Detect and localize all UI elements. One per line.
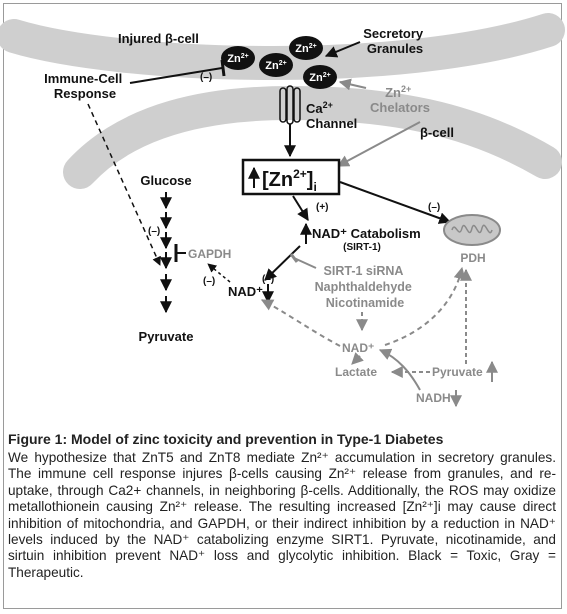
- nad-catabolism-label: NAD⁺ Catabolism: [312, 226, 421, 241]
- nad-to-pdh-dashed: [384, 266, 466, 346]
- immune-minus-sign: (–): [200, 72, 212, 83]
- catabolism-to-nad-arrow: [264, 245, 301, 281]
- granule-pointer: [324, 41, 361, 58]
- lactate-label: Lactate: [335, 365, 377, 379]
- secretory-granules-label: Secretory Granules: [363, 26, 427, 56]
- svg-text:Zn2+: Zn2+: [227, 53, 248, 65]
- beta-cell-membrane: [63, 85, 562, 189]
- nad-to-gapdh-dashed: [207, 263, 231, 283]
- injured-cell-label: Injured β-cell: [118, 31, 199, 46]
- pyruvate-therapeutic-label: Pyruvate: [432, 365, 483, 379]
- inhibitor-line: [293, 257, 317, 269]
- zinc-granule: Zn2+: [259, 53, 293, 77]
- chelator-to-zinc-arrow: [336, 121, 421, 167]
- nad-therapeutic-label: NAD⁺: [342, 341, 374, 355]
- mitochondrion-icon: [443, 214, 501, 246]
- nad-restores-nad-dashed: [260, 299, 341, 347]
- nad-toxic-label: NAD⁺: [228, 284, 263, 299]
- zinc-granule: Zn2+: [221, 46, 255, 70]
- nadh-to-nad-curve: [378, 348, 421, 391]
- glycolysis-minus-sign: (–): [148, 226, 160, 237]
- calcium-channel-label: Ca2+ Channel: [306, 96, 357, 131]
- glucose-label: Glucose: [140, 173, 191, 188]
- figure-caption: Figure 1: Model of zinc toxicity and pre…: [8, 431, 556, 581]
- inhibitor-list: SIRT-1 siRNA Naphthaldehyde Nicotinamide: [315, 264, 416, 310]
- svg-text:Zn2+: Zn2+: [265, 60, 286, 72]
- mitochondria-minus-sign: (–): [428, 202, 440, 213]
- zinc-to-catabolism-arrow: [292, 195, 309, 222]
- caption-title: Figure 1: Model of zinc toxicity and pre…: [8, 431, 444, 447]
- nad-minus-sign: (–): [262, 274, 274, 285]
- caption-body: We hypothesize that ZnT5 and ZnT8 mediat…: [8, 450, 556, 580]
- zinc-granule: Zn2+: [303, 65, 337, 89]
- nadh-label: NADH: [416, 391, 451, 405]
- gapdh-minus-sign: (–): [203, 276, 215, 287]
- beta-cell-label: β-cell: [420, 125, 454, 140]
- zinc-toxicity-diagram: Injured β-cell β-cell Zn2+ Zn2+ Zn2+ Zn2…: [0, 13, 565, 408]
- chelator-to-granule-arrow: [338, 78, 367, 91]
- sirt1-label: (SIRT-1): [343, 242, 381, 253]
- pyruvate-label: Pyruvate: [139, 329, 194, 344]
- figure-frame: [3, 3, 562, 609]
- calcium-channel-icon: [279, 85, 301, 125]
- plus-sign: (+): [316, 202, 329, 213]
- svg-text:Zn2+: Zn2+: [309, 72, 330, 84]
- intracellular-zinc-label: [Zn2+]i: [262, 167, 317, 194]
- nad-to-lactate-dashed: [351, 352, 364, 365]
- immune-response-label: Immune-Cell Response: [44, 71, 126, 101]
- immune-inhibition-line: [129, 67, 223, 84]
- zinc-to-mitochondria-inhibition: [339, 181, 452, 224]
- zinc-granule: Zn2+: [289, 36, 323, 60]
- gapdh-label: GAPDH: [188, 247, 231, 261]
- inhibition-bar: [220, 59, 226, 77]
- pdh-label: PDH: [460, 251, 485, 265]
- zinc-chelators-label: Zn2+ Chelators: [370, 80, 430, 115]
- immune-to-glycolysis-dashed: [87, 103, 161, 266]
- svg-text:Zn2+: Zn2+: [295, 43, 316, 55]
